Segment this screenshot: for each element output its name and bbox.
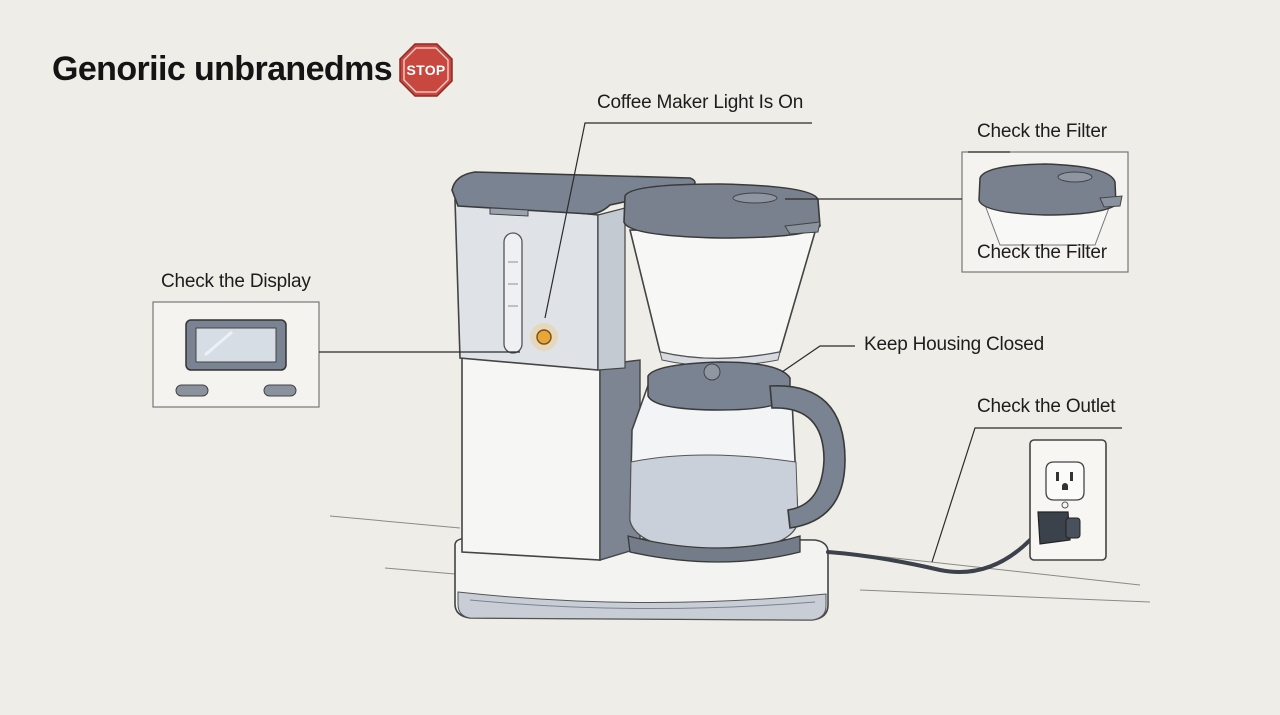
callout-filter-bottom: Check the Filter [977, 242, 1107, 263]
filter-inset [961, 151, 1129, 273]
power-cord [826, 538, 1032, 574]
display-inset [152, 301, 320, 408]
callout-outlet: Check the Outlet [977, 396, 1116, 417]
stop-sign-text: STOP [406, 62, 446, 78]
indicator-light [530, 323, 558, 351]
callout-light: Coffee Maker Light Is On [597, 92, 804, 113]
filter-basket [623, 183, 821, 367]
page-title: Genoriic unbranedms [52, 50, 393, 88]
stop-sign-icon: STOP [399, 43, 453, 97]
leader-lines [319, 122, 1122, 563]
callout-housing: Keep Housing Closed [864, 334, 1044, 355]
carafe [627, 361, 846, 563]
wall-outlet [1029, 439, 1107, 561]
callout-filter-top: Check the Filter [977, 121, 1107, 142]
callout-display: Check the Display [161, 271, 311, 292]
